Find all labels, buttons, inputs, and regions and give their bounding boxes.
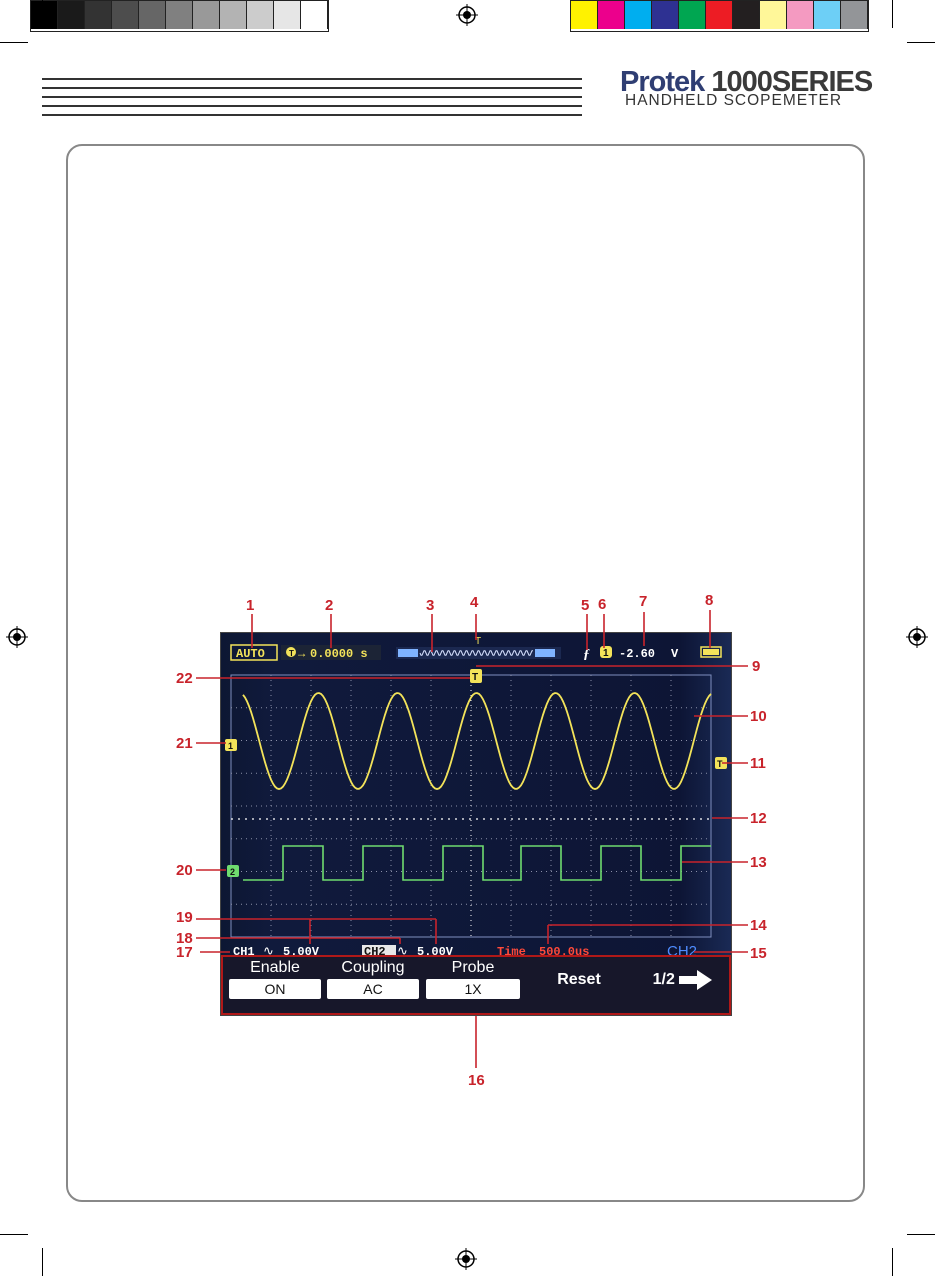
callout-13: 13 <box>750 854 767 871</box>
callout-1: 1 <box>246 597 254 614</box>
callout-6: 6 <box>598 596 606 613</box>
callout-8: 8 <box>705 592 713 609</box>
callout-3: 3 <box>426 597 434 614</box>
callout-14: 14 <box>750 917 767 934</box>
callout-7: 7 <box>639 593 647 610</box>
callout-5: 5 <box>581 597 589 614</box>
callout-9: 9 <box>752 658 760 675</box>
callout-15: 15 <box>750 945 767 962</box>
callout-10: 10 <box>750 708 767 725</box>
callout-12: 12 <box>750 810 767 827</box>
callout-21: 21 <box>176 735 193 752</box>
callout-4: 4 <box>470 594 478 611</box>
callout-18: 18 <box>176 930 193 947</box>
callout-22: 22 <box>176 670 193 687</box>
callout-2: 2 <box>325 597 333 614</box>
callout-20: 20 <box>176 862 193 879</box>
callout-16: 16 <box>468 1072 485 1089</box>
callout-11: 11 <box>750 755 766 772</box>
callout-19: 19 <box>176 909 193 926</box>
